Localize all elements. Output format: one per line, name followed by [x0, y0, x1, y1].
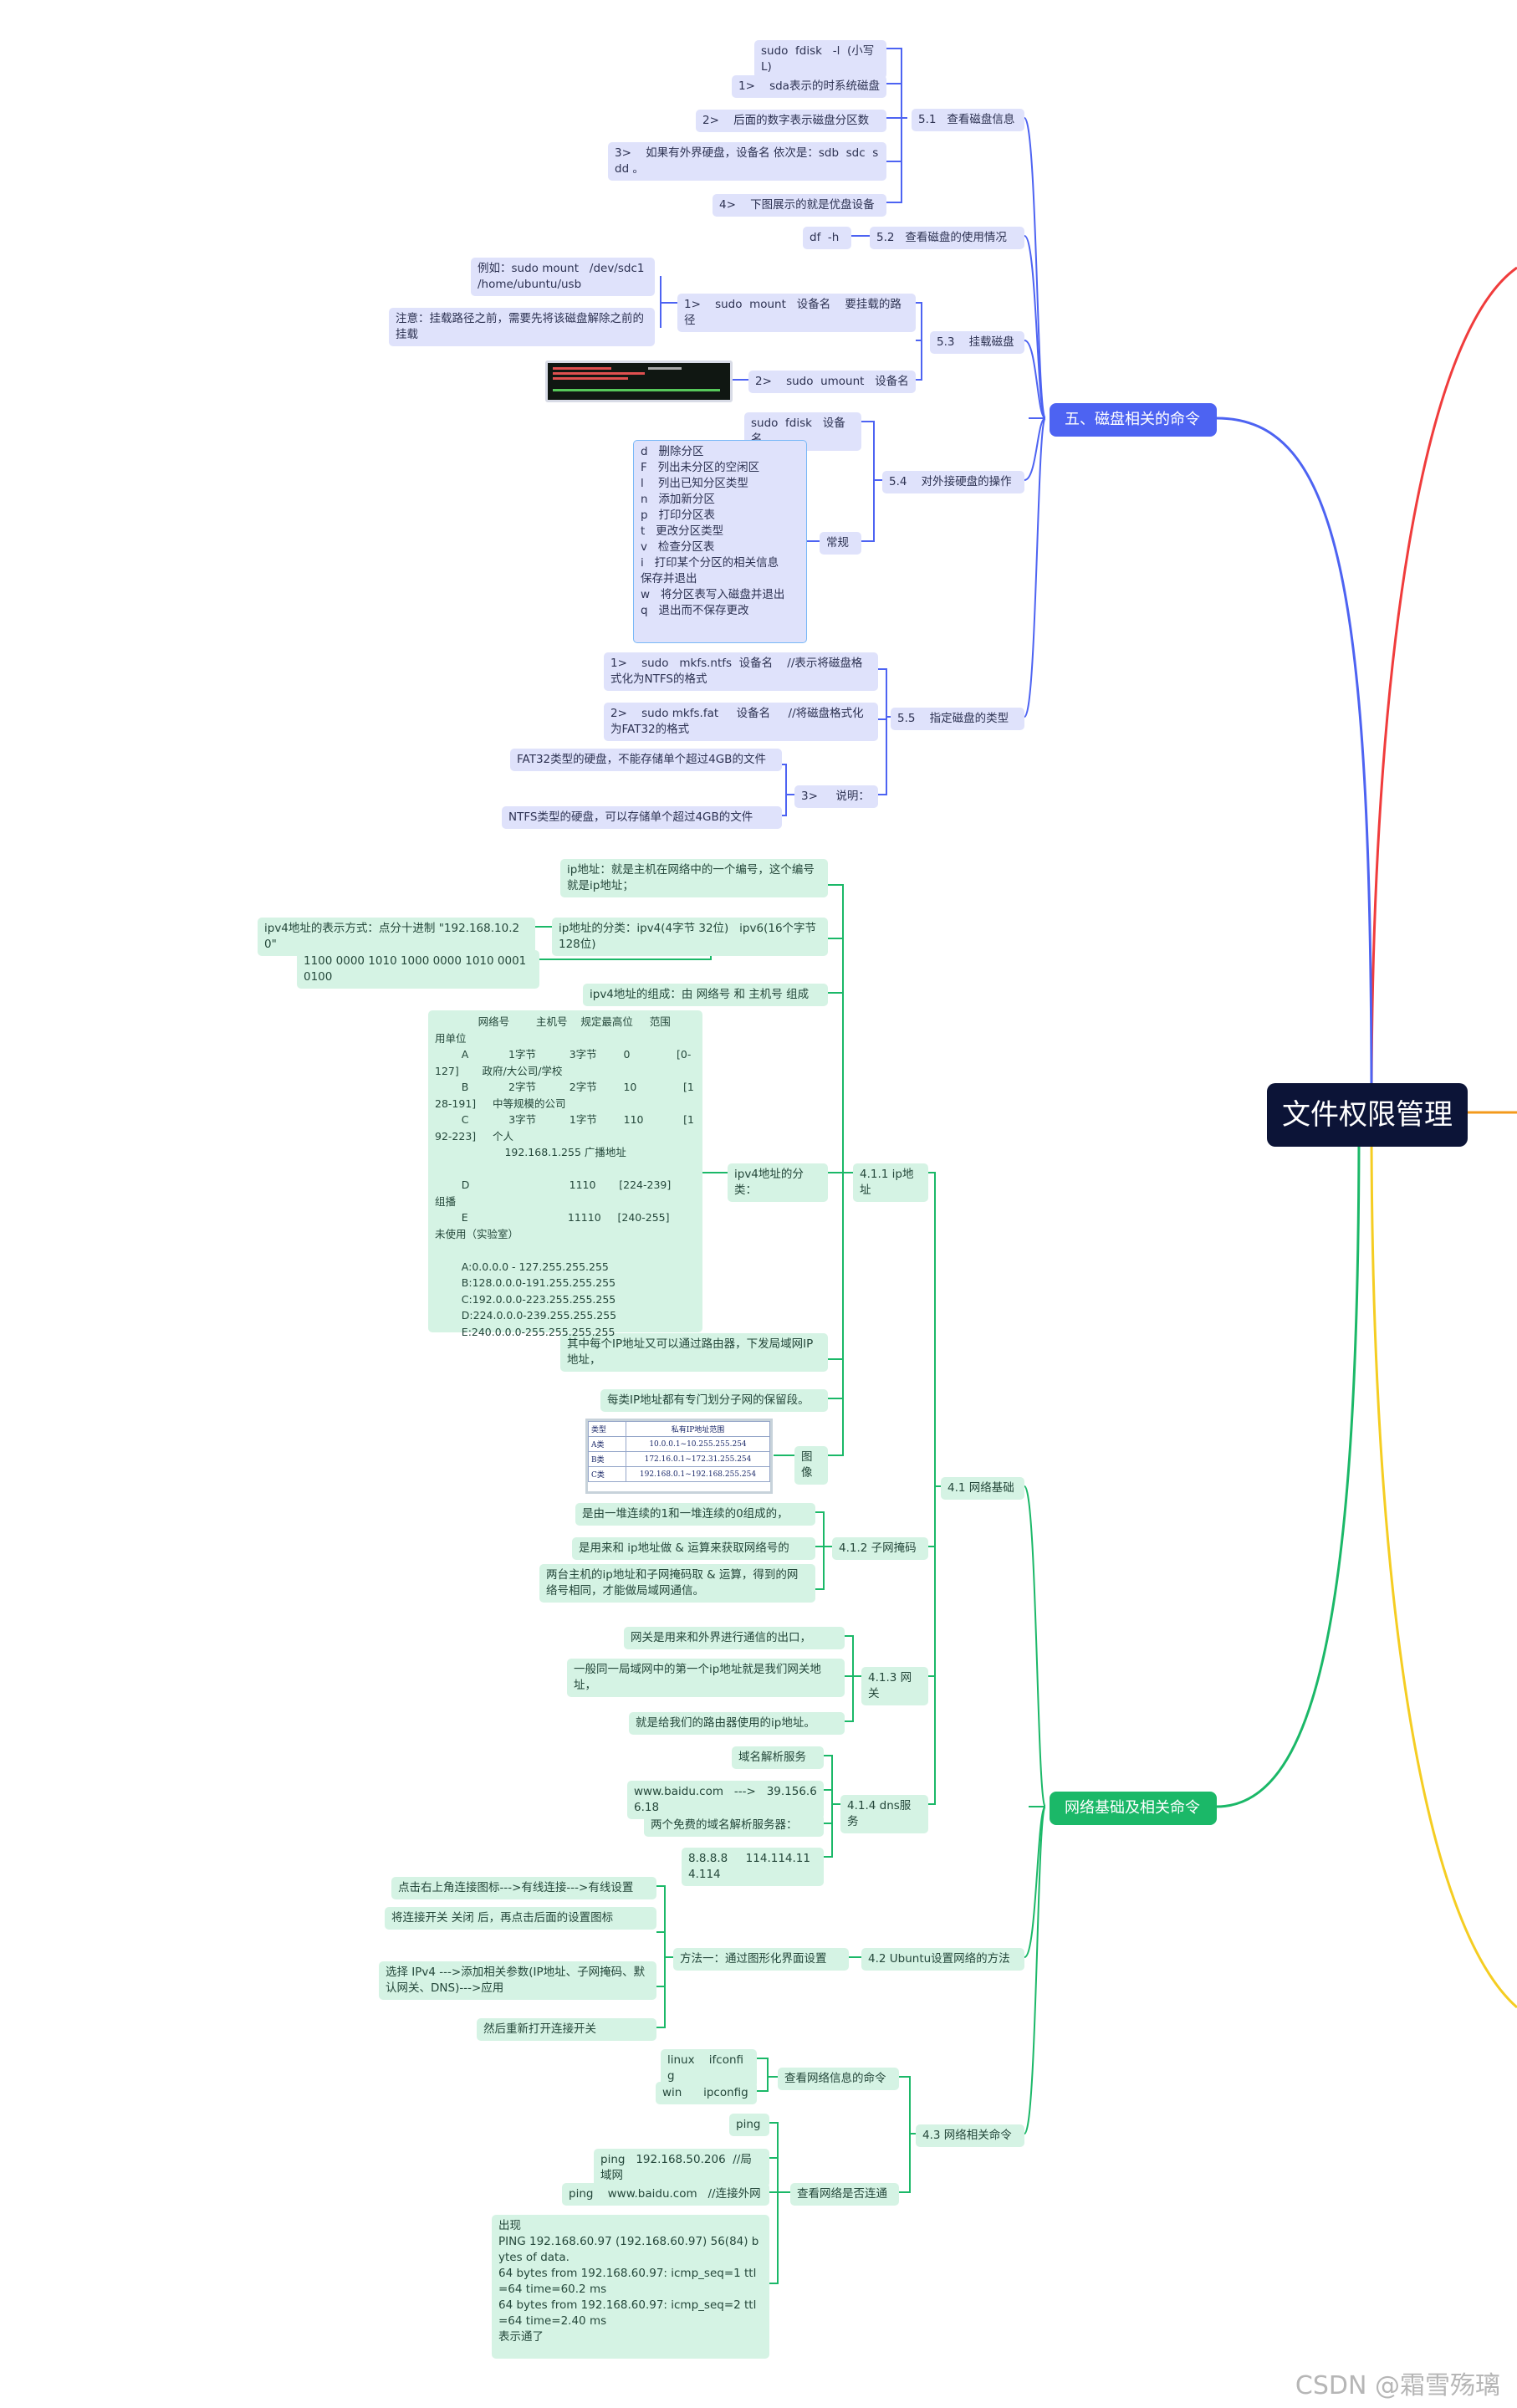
item-5-3-note[interactable]: 注意：挂载路径之前，需要先将该磁盘解除之前的挂载	[389, 308, 655, 346]
root-topic[interactable]: 文件权限管理	[1267, 1083, 1468, 1147]
topic-4-1-1[interactable]: 4.1.1 ip地址	[853, 1163, 928, 1202]
table-header-range: 私有IP地址范围	[626, 1421, 770, 1437]
topic-5-1[interactable]: 5.1 查看磁盘信息	[912, 109, 1024, 131]
terminal-screenshot-image	[545, 360, 733, 402]
ping-cmd[interactable]: ping	[729, 2114, 769, 2136]
ipv4-class-table[interactable]: 网络号 主机号 规定最高位 范围 用单位 A 1字节 3字节 0 [0-127]…	[428, 1010, 702, 1338]
fdisk-options-list[interactable]: d 删除分区 F 列出未分区的空闲区 l 列出已知分区类型 n 添加新分区 p …	[633, 440, 807, 643]
item-5-1-1[interactable]: sudo fdisk -l (小写L)	[754, 40, 886, 79]
method-gui[interactable]: 方法一：通过图形化界面设置	[673, 1948, 849, 1971]
ping-wan[interactable]: ping www.baidu.com //连接外网	[562, 2183, 769, 2206]
item-5-3-umount[interactable]: 2> sudo umount 设备名	[748, 371, 916, 393]
gateway-3[interactable]: 就是给我们的路由器使用的ip地址。	[629, 1712, 845, 1735]
ip-definition[interactable]: ip地址：就是主机在网络中的一个编号，这个编号就是ip地址；	[560, 859, 828, 897]
ipv4-composition[interactable]: ipv4地址的组成：由 网络号 和 主机号 组成	[583, 984, 828, 1006]
gui-step-3[interactable]: 选择 IPv4 --->添加相关参数(IP地址、子网掩码、默认网关、DNS)--…	[379, 1961, 656, 2000]
table-cell: 172.16.0.1~172.31.255.254	[626, 1451, 770, 1467]
gui-step-4[interactable]: 然后重新打开连接开关	[477, 2018, 656, 2041]
item-5-5-explain[interactable]: 3> 说明：	[794, 785, 878, 808]
item-5-1-5[interactable]: 4> 下图展示的就是优盘设备	[713, 194, 886, 217]
branch-disk-commands[interactable]: 五、磁盘相关的命令	[1050, 403, 1217, 437]
image-topic[interactable]: 图像	[794, 1446, 828, 1485]
topic-5-2[interactable]: 5.2 查看磁盘的使用情况	[870, 227, 1024, 249]
dns-2[interactable]: www.baidu.com ---> 39.156.66.18	[627, 1781, 824, 1819]
ping-lan[interactable]: ping 192.168.50.206 //局域网	[594, 2149, 769, 2187]
table-header-type: 类型	[588, 1421, 626, 1437]
topic-5-4[interactable]: 5.4 对外接硬盘的操作	[882, 471, 1024, 493]
item-5-1-4[interactable]: 3> 如果有外界硬盘，设备名 依次是：sdb sdc sdd 。	[608, 142, 886, 181]
reserved-subnet-note[interactable]: 每类IP地址都有专门划分子网的保留段。	[600, 1389, 828, 1412]
win-ipconfig[interactable]: win ipconfig	[656, 2082, 757, 2104]
table-cell: C类	[588, 1466, 626, 1482]
item-5-3-mount[interactable]: 1> sudo mount 设备名 要挂载的路径	[677, 294, 916, 332]
subnet-mask-2[interactable]: 是用来和 ip地址做 & 运算来获取网络号的	[572, 1537, 815, 1560]
item-5-5-fat[interactable]: 2> sudo mkfs.fat 设备名 //将磁盘格式化为FAT32的格式	[604, 703, 878, 741]
item-5-5-ntfs[interactable]: 1> sudo mkfs.ntfs 设备名 //表示将磁盘格式化为NTFS的格式	[604, 652, 878, 691]
dns-1[interactable]: 域名解析服务	[732, 1746, 824, 1769]
topic-5-3[interactable]: 5.3 挂载磁盘	[930, 331, 1024, 354]
table-cell: 192.168.0.1~192.168.255.254	[626, 1466, 770, 1482]
item-5-3-example[interactable]: 例如：sudo mount /dev/sdc1 /home/ubuntu/usb	[471, 258, 655, 296]
ip-classification[interactable]: ip地址的分类：ipv4(4字节 32位) ipv6(16个字节 128位)	[552, 918, 828, 956]
router-subnet-note[interactable]: 其中每个IP地址又可以通过路由器，下发局域网IP地址，	[560, 1333, 828, 1372]
dns-3[interactable]: 两个免费的域名解析服务器：	[644, 1814, 824, 1837]
ipv4-representation[interactable]: ipv4地址的表示方式：点分十进制 "192.168.10.20"	[258, 918, 535, 956]
item-5-5-ntfs-note[interactable]: NTFS类型的硬盘，可以存储单个超过4GB的文件	[502, 806, 782, 829]
subnet-mask-3[interactable]: 两台主机的ip地址和子网掩码取 & 运算，得到的网络号相同，才能做局域网通信。	[539, 1564, 815, 1603]
gateway-1[interactable]: 网关是用来和外界进行通信的出口，	[624, 1627, 845, 1649]
net-info-command[interactable]: 查看网络信息的命令	[778, 2068, 899, 2090]
topic-4-1-2[interactable]: 4.1.2 子网掩码	[832, 1537, 928, 1560]
gui-step-1[interactable]: 点击右上角连接图标--->有线连接--->有线设置	[391, 1877, 656, 1899]
item-5-4-common[interactable]: 常规	[820, 532, 861, 555]
gateway-2[interactable]: 一般同一局域网中的第一个ip地址就是我们网关地址，	[567, 1659, 845, 1697]
item-5-1-2[interactable]: 1> sda表示的时系统磁盘	[732, 75, 886, 98]
gui-step-2[interactable]: 将连接开关 关闭 后，再点击后面的设置图标	[385, 1907, 656, 1930]
ipv4-class-topic[interactable]: ipv4地址的分类：	[728, 1163, 828, 1202]
topic-4-1[interactable]: 4.1 网络基础	[941, 1477, 1024, 1500]
item-5-1-3[interactable]: 2> 后面的数字表示磁盘分区数	[696, 110, 886, 132]
watermark: CSDN @霜雪殇璃	[1295, 2371, 1500, 2400]
topic-5-5[interactable]: 5.5 指定磁盘的类型	[891, 708, 1024, 730]
linux-ifconfig[interactable]: linux ifconfig	[661, 2049, 757, 2088]
topic-4-3[interactable]: 4.3 网络相关命令	[916, 2124, 1024, 2147]
subnet-mask-1[interactable]: 是由一堆连续的1和一堆连续的0组成的，	[575, 1503, 815, 1526]
net-connectivity-check[interactable]: 查看网络是否连通	[790, 2183, 899, 2206]
item-5-2-cmd[interactable]: df -h	[803, 227, 851, 249]
table-cell: A类	[588, 1436, 626, 1452]
table-cell: 10.0.0.1~10.255.255.254	[626, 1436, 770, 1452]
ping-output[interactable]: 出现 PING 192.168.60.97 (192.168.60.97) 56…	[492, 2215, 769, 2359]
topic-4-2[interactable]: 4.2 Ubuntu设置网络的方法	[861, 1948, 1024, 1971]
ipv4-binary[interactable]: 1100 0000 1010 1000 0000 1010 0001 0100	[297, 950, 539, 989]
topic-4-1-3[interactable]: 4.1.3 网关	[861, 1667, 928, 1705]
item-5-5-fat32-note[interactable]: FAT32类型的硬盘，不能存储单个超过4GB的文件	[510, 749, 782, 771]
table-cell: B类	[588, 1451, 626, 1467]
topic-4-1-4[interactable]: 4.1.4 dns服务	[840, 1795, 928, 1833]
branch-network-basics[interactable]: 网络基础及相关命令	[1050, 1792, 1217, 1825]
dns-4[interactable]: 8.8.8.8 114.114.114.114	[682, 1848, 824, 1886]
